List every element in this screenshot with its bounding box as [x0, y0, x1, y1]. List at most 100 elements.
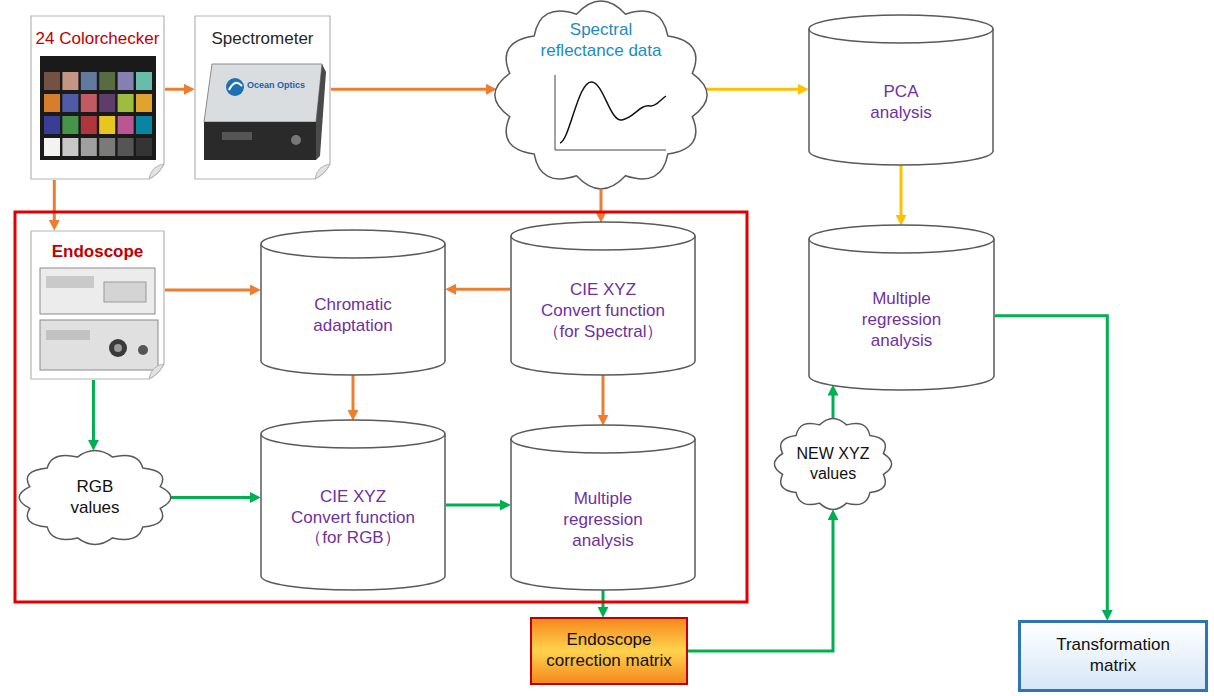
device-socket — [138, 345, 148, 355]
process-cylinder: Multiple regression analysis — [510, 425, 696, 590]
cylinder-body — [261, 434, 445, 590]
data-cloud: NEW XYZ values — [775, 418, 891, 510]
node-label: PCA analysis — [865, 82, 937, 123]
node-label: CIE XYZ Convert function （for RGB） — [290, 487, 417, 549]
device-panel — [46, 330, 90, 340]
color-patch — [62, 138, 78, 156]
card-fold — [149, 164, 164, 179]
card-border — [31, 231, 164, 379]
color-patch — [99, 94, 115, 112]
color-patch — [99, 72, 115, 90]
flow-arrow — [600, 190, 603, 214]
node-label: Endoscope — [52, 242, 144, 263]
color-patch — [99, 116, 115, 134]
device-unit — [40, 268, 155, 314]
color-patch — [62, 72, 78, 90]
cylinder-body — [511, 236, 695, 375]
flow-arrow — [900, 165, 903, 217]
cylinder-top — [261, 420, 445, 448]
device-panel — [46, 276, 94, 288]
color-patch — [118, 72, 134, 90]
spectrum-plot — [555, 75, 666, 150]
endoscope-device — [40, 268, 158, 370]
cylinder-top — [261, 230, 445, 258]
device-top — [204, 64, 322, 122]
flow-arrow — [53, 180, 56, 222]
node-label: 24 Colorchecker — [36, 29, 160, 50]
output-box: Endoscope correction matrix — [530, 617, 688, 685]
spectrum-curve — [560, 82, 666, 143]
flow-arrow — [602, 590, 605, 609]
device-port — [222, 132, 252, 140]
node-label: Transformation matrix — [1048, 635, 1178, 676]
cloud-border — [19, 451, 171, 545]
colorchecker-chart — [40, 56, 156, 160]
color-patch — [62, 94, 78, 112]
device-front — [204, 122, 316, 160]
node-label: Multiple regression analysis — [553, 489, 653, 551]
flow-arrow — [92, 380, 95, 442]
logo-swirl — [229, 83, 242, 90]
node-label: Endoscope correction matrix — [539, 630, 679, 671]
color-patch — [44, 72, 60, 90]
color-patch — [99, 138, 115, 156]
color-patch — [136, 72, 152, 90]
flow-arrow — [454, 288, 510, 291]
flow-arrow — [170, 496, 252, 499]
process-cylinder: PCA analysis — [808, 15, 994, 165]
device-port — [291, 135, 301, 145]
flow-arrow — [688, 518, 833, 651]
color-patch — [62, 116, 78, 134]
device-card: Spectrometer — [194, 15, 331, 180]
card-border — [31, 16, 164, 179]
color-patch — [81, 94, 97, 112]
source-card: 24 Colorchecker — [30, 15, 165, 180]
node-label: Multiple regression analysis — [852, 289, 952, 351]
process-cylinder: CIE XYZ Convert function （for RGB） — [260, 420, 446, 590]
node-label: Spectrometer — [211, 29, 313, 50]
process-cylinder: Chromatic adaptation — [260, 230, 446, 375]
flow-arrow — [602, 375, 605, 417]
flow-arrow — [706, 88, 800, 91]
color-patch — [118, 94, 134, 112]
process-cylinder: Multiple regression analysis — [808, 225, 995, 390]
flow-arrow — [352, 375, 355, 412]
cylinder-top — [809, 225, 994, 253]
node-label: Spectral reflectance data — [531, 20, 671, 61]
group-frame — [15, 212, 747, 602]
color-patch — [118, 138, 134, 156]
card-fold — [149, 364, 164, 379]
cylinder-top — [511, 425, 695, 453]
device-socket — [114, 344, 122, 352]
card-border — [195, 16, 330, 179]
color-patch — [136, 94, 152, 112]
cylinder-body — [511, 439, 695, 590]
process-cylinder: CIE XYZ Convert function （for Spectral） — [510, 222, 696, 375]
data-cloud: Spectral reflectance data — [496, 0, 706, 190]
device-card: Endoscope — [30, 230, 165, 380]
flow-arrow — [446, 504, 502, 507]
output-box: Transformation matrix — [1018, 620, 1208, 692]
cylinder-body — [809, 29, 993, 165]
color-patch — [44, 94, 60, 112]
color-patch — [44, 138, 60, 156]
device-unit — [40, 320, 158, 370]
cloud-outline — [775, 418, 891, 510]
device-socket — [109, 339, 127, 357]
flow-arrow — [995, 316, 1107, 612]
brand-logo: Ocean Optics — [247, 80, 305, 90]
logo-mark — [226, 78, 244, 96]
node-label: CIE XYZ Convert function （for Spectral） — [540, 280, 667, 342]
cloud-border — [495, 1, 707, 189]
card-fold — [315, 164, 330, 179]
node-label: Chromatic adaptation — [303, 295, 403, 336]
color-patch — [81, 138, 97, 156]
flow-arrow — [165, 289, 252, 292]
spectrometer-device — [204, 64, 326, 160]
cylinder-top — [809, 15, 993, 43]
color-patch — [136, 138, 152, 156]
cloud-border — [774, 419, 891, 510]
data-cloud: RGB values — [20, 450, 170, 545]
color-patch — [81, 72, 97, 90]
